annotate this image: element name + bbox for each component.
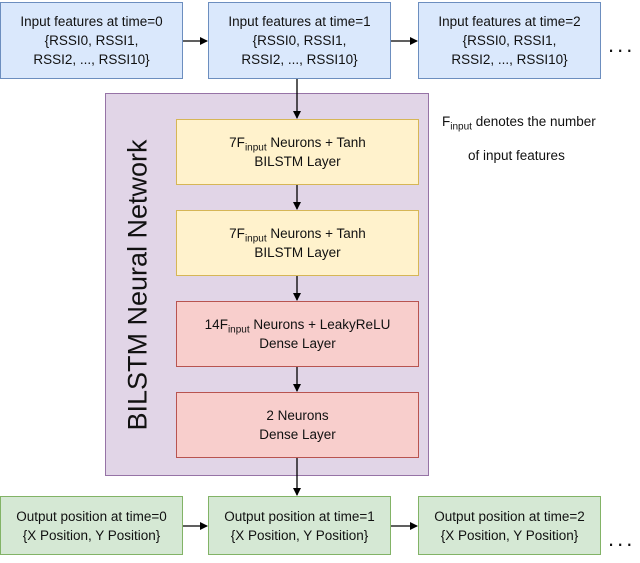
output-t1-values: {X Position, Y Position}: [230, 527, 369, 543]
input-t0-features-2: RSSI2, ..., RSSI10}: [33, 52, 150, 67]
dense-layer-2-neurons: 2 Neurons: [266, 408, 329, 423]
output-t2-title: Output position at time=2: [434, 508, 585, 524]
bilstm-layer-1: 7Finput Neurons + Tanh BILSTM Layer: [176, 119, 419, 185]
dense-layer-2: 2 Neurons Dense Layer: [176, 392, 419, 458]
note-line-2: of input features: [468, 148, 565, 163]
output-t0-title: Output position at time=0: [16, 508, 167, 524]
output-box-t1: Output position at time=1 {X Position, Y…: [208, 496, 391, 555]
output-ellipsis: ...: [608, 526, 636, 551]
input-t1-features-2: RSSI2, ..., RSSI10}: [241, 52, 358, 67]
input-ellipsis: ...: [608, 32, 636, 57]
bilstm-layer-1-type: BILSTM Layer: [254, 154, 341, 169]
input-t2-features-1: {RSSI0, RSSI1,: [462, 33, 557, 48]
input-t2-features-2: RSSI2, ..., RSSI10}: [451, 52, 568, 67]
dense-layer-2-type: Dense Layer: [259, 427, 336, 442]
dense-layer-1-neurons: 14Finput Neurons + LeakyReLU: [204, 317, 391, 336]
dense-layer-1-type: Dense Layer: [259, 336, 336, 351]
output-t0-values: {X Position, Y Position}: [22, 527, 161, 543]
bilstm-layer-2-neurons: 7Finput Neurons + Tanh: [229, 226, 366, 245]
input-box-t0: Input features at time=0 {RSSI0, RSSI1, …: [0, 2, 183, 79]
output-box-t2: Output position at time=2 {X Position, Y…: [418, 496, 601, 555]
output-t2-values: {X Position, Y Position}: [440, 527, 579, 543]
bilstm-layer-2: 7Finput Neurons + Tanh BILSTM Layer: [176, 210, 419, 276]
output-box-t0: Output position at time=0 {X Position, Y…: [0, 496, 183, 555]
bilstm-layer-2-type: BILSTM Layer: [254, 245, 341, 260]
input-t0-title: Input features at time=0: [20, 14, 163, 29]
input-t2-title: Input features at time=2: [438, 14, 581, 29]
dense-layer-1: 14Finput Neurons + LeakyReLU Dense Layer: [176, 301, 419, 367]
input-t0-features-1: {RSSI0, RSSI1,: [44, 33, 139, 48]
input-box-t1: Input features at time=1 {RSSI0, RSSI1, …: [208, 2, 391, 79]
input-t1-features-1: {RSSI0, RSSI1,: [252, 33, 347, 48]
input-box-t2: Input features at time=2 {RSSI0, RSSI1, …: [418, 2, 601, 79]
output-t1-title: Output position at time=1: [224, 508, 375, 524]
input-t1-title: Input features at time=1: [228, 14, 371, 29]
bilstm-layer-1-neurons: 7Finput Neurons + Tanh: [229, 135, 366, 154]
note-line-1: Finput denotes the number: [442, 114, 596, 133]
